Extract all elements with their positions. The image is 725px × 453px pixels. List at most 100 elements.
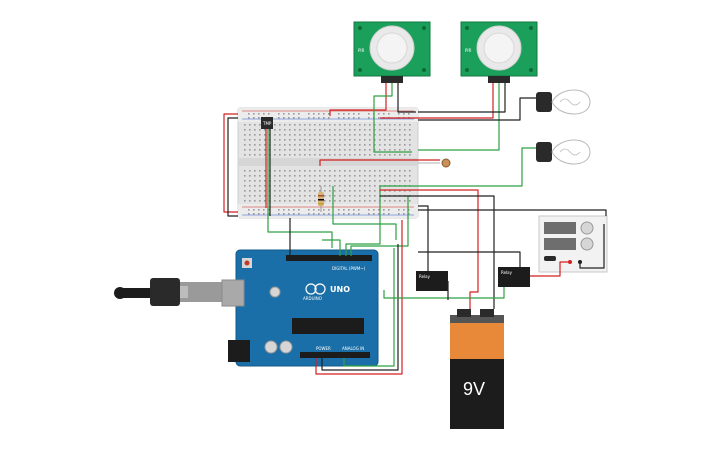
breadboard-hole <box>324 129 326 131</box>
breadboard-hole <box>364 149 366 151</box>
breadboard-rail-hole <box>348 209 350 211</box>
breadboard-hole <box>344 144 346 146</box>
light-bulb-1[interactable] <box>536 89 591 115</box>
pir-1-label: PIR <box>358 48 365 53</box>
pir-sensor-1[interactable]: PIR <box>353 21 431 83</box>
breadboard-hole <box>369 170 371 172</box>
breadboard-rail-hole <box>368 117 370 119</box>
battery-9v[interactable]: 9V <box>450 309 504 429</box>
breadboard-hole <box>399 134 401 136</box>
breadboard-hole <box>264 134 266 136</box>
breadboard-hole <box>359 124 361 126</box>
breadboard-hole <box>289 139 291 141</box>
breadboard-rail-hole <box>408 113 410 115</box>
usb-cable[interactable] <box>114 278 222 306</box>
resistor[interactable] <box>318 186 324 212</box>
breadboard-hole <box>284 154 286 156</box>
breadboard-rail-hole <box>293 117 295 119</box>
breadboard-hole <box>314 185 316 187</box>
breadboard-hole <box>359 185 361 187</box>
breadboard-hole <box>384 175 386 177</box>
breadboard-hole <box>299 190 301 192</box>
breadboard-hole <box>339 124 341 126</box>
breadboard-rail-hole <box>378 117 380 119</box>
breadboard-hole <box>404 139 406 141</box>
arduino-board[interactable]: UNO ARDUINO DIGITAL (PWM~) POWER ANALOG … <box>221 249 379 367</box>
breadboard-hole <box>294 180 296 182</box>
breadboard-hole <box>379 124 381 126</box>
breadboard-hole <box>349 170 351 172</box>
breadboard-hole <box>294 139 296 141</box>
breadboard-hole <box>254 180 256 182</box>
breadboard-hole <box>334 195 336 197</box>
breadboard-rail-hole <box>308 213 310 215</box>
breadboard-hole <box>339 154 341 156</box>
breadboard-hole <box>389 124 391 126</box>
breadboard-hole <box>364 139 366 141</box>
breadboard-hole <box>264 154 266 156</box>
breadboard-hole <box>289 185 291 187</box>
breadboard-hole <box>329 175 331 177</box>
breadboard-rail-hole <box>323 209 325 211</box>
breadboard-hole <box>384 190 386 192</box>
breadboard-hole <box>329 170 331 172</box>
breadboard-hole <box>264 139 266 141</box>
breadboard-hole <box>309 185 311 187</box>
breadboard-hole <box>299 180 301 182</box>
breadboard-hole <box>344 149 346 151</box>
breadboard-rail-hole <box>253 209 255 211</box>
breadboard-hole <box>279 129 281 131</box>
breadboard[interactable] <box>237 107 419 219</box>
breadboard-rail-hole <box>263 209 265 211</box>
breadboard-hole <box>314 139 316 141</box>
breadboard-hole <box>409 170 411 172</box>
breadboard-hole <box>324 170 326 172</box>
breadboard-hole <box>409 180 411 182</box>
breadboard-hole <box>309 154 311 156</box>
light-bulb-2[interactable] <box>536 139 591 165</box>
breadboard-hole <box>379 170 381 172</box>
breadboard-hole <box>399 154 401 156</box>
breadboard-hole <box>279 185 281 187</box>
breadboard-hole <box>319 170 321 172</box>
breadboard-hole <box>249 134 251 136</box>
breadboard-hole <box>299 185 301 187</box>
breadboard-hole <box>254 124 256 126</box>
breadboard-hole <box>379 144 381 146</box>
breadboard-hole <box>309 124 311 126</box>
breadboard-hole <box>344 154 346 156</box>
breadboard-hole <box>349 185 351 187</box>
breadboard-rail-hole <box>343 213 345 215</box>
breadboard-hole <box>299 154 301 156</box>
breadboard-hole <box>354 200 356 202</box>
breadboard-rail-hole <box>323 213 325 215</box>
power-supply-module[interactable] <box>538 215 608 273</box>
temperature-sensor-chip[interactable]: TMP <box>261 117 273 129</box>
pir-sensor-2[interactable]: PIR <box>460 21 538 83</box>
breadboard-hole <box>264 129 266 131</box>
breadboard-hole <box>404 170 406 172</box>
breadboard-hole <box>249 170 251 172</box>
breadboard-hole <box>329 185 331 187</box>
breadboard-hole <box>404 154 406 156</box>
relay-2[interactable]: Relay <box>498 267 530 287</box>
breadboard-hole <box>384 180 386 182</box>
breadboard-hole <box>279 124 281 126</box>
breadboard-hole <box>259 180 261 182</box>
breadboard-hole <box>384 170 386 172</box>
breadboard-hole <box>294 134 296 136</box>
breadboard-rail-hole <box>283 117 285 119</box>
breadboard-hole <box>284 190 286 192</box>
relay-1[interactable]: Relay <box>416 271 448 291</box>
breadboard-rail-hole <box>313 117 315 119</box>
breadboard-hole <box>399 149 401 151</box>
breadboard-hole <box>279 175 281 177</box>
breadboard-hole <box>409 144 411 146</box>
breadboard-rail-hole <box>318 113 320 115</box>
photoresistor[interactable] <box>418 158 451 168</box>
breadboard-hole <box>374 124 376 126</box>
breadboard-hole <box>354 129 356 131</box>
breadboard-hole <box>339 175 341 177</box>
breadboard-hole <box>369 139 371 141</box>
breadboard-hole <box>309 175 311 177</box>
